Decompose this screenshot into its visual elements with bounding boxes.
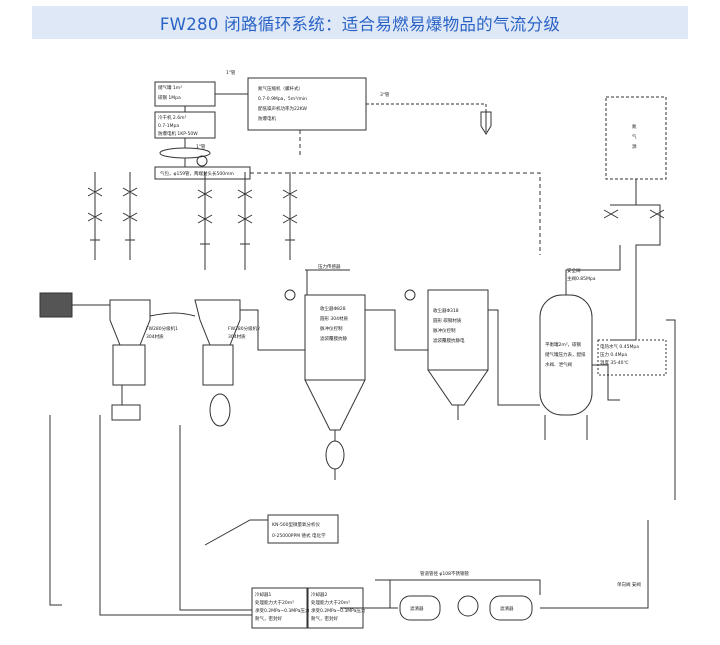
classifier-1-label-a: FW280分级机1	[146, 325, 178, 332]
buffer-tank-label-1: 平衡罐2m³，碳钢	[545, 341, 582, 348]
n2-tank-label-2: 碳钢 1Mpa	[158, 94, 181, 101]
n2-tank-label-1: 储气罐 1m³	[158, 84, 182, 91]
analyzer-label-1: KN-500型微量氧分析仪	[272, 521, 321, 528]
cooler-1-label-1: 冷却器1	[255, 591, 271, 598]
classifier-1-label-b: 304材质	[146, 333, 164, 340]
n2-generator-label-3: 源	[632, 143, 637, 150]
cooler-2-label-4: 耐气，密封好	[311, 615, 338, 622]
bag-filter-label-1: 收尘器Φ318	[433, 307, 459, 314]
return-valve-label: 单向阀 安阀	[617, 581, 641, 588]
header-pipe-label: 气包，φ159管，两端封头长500mm	[160, 170, 234, 177]
pipe-1in-label-b: 1"管	[196, 143, 206, 150]
classifier-2-body	[202, 344, 234, 386]
cyclone-label-2: 圆形 304材质	[320, 315, 349, 322]
classifier-2-label-c: FW280分级机2	[228, 325, 260, 332]
cooler-2-label-2: 处理能力大于20m³	[311, 599, 350, 606]
right-info-box	[597, 339, 667, 376]
dryer-label-2: 0.7-1Mpa	[158, 123, 179, 129]
cooler-2-box	[307, 587, 364, 629]
compressor-box	[247, 77, 367, 131]
filter-right-label: 滤清器	[500, 605, 514, 612]
safety-valve-label-2: 主阀0.85Mpa	[567, 275, 596, 282]
page-title: FW280 闭路循环系统：适合易燃易爆物品的气流分级	[159, 14, 561, 34]
n2-generator-label-2: 气	[632, 133, 637, 140]
n2-generator-label-1: 氮	[632, 123, 637, 130]
right-info-label-1: 电热水气 0.45Mpa	[600, 343, 639, 350]
cyclone-collector-body	[304, 294, 366, 381]
cyclone-label-4: 滤袋覆膜抗静	[320, 335, 347, 342]
pressure-sensor-label: 压力传感器	[318, 263, 341, 270]
cooler-1-box	[251, 587, 308, 629]
dryer-label-1: 冷干机 2.6m³	[158, 114, 186, 121]
cyclone-outlet	[325, 440, 345, 470]
compressor-label-1: 氮气压缩机（螺杆式）	[258, 85, 303, 92]
buffer-tank-label-2: 储气罐压力表，配排	[545, 351, 586, 358]
dryer-label-3: 防爆电机 1KP-50W	[158, 130, 198, 137]
loop-pipe-label: 管道管径 φ108不锈钢管	[420, 570, 469, 577]
cyclone-label-1: 收尘器Φ828	[320, 305, 346, 312]
compressor-label-2: 0.7-0.9Mpa，5m³/min	[258, 96, 307, 102]
right-info-label-3: 温度 35-40℃	[600, 359, 629, 366]
filter-left-label: 滤清器	[410, 605, 424, 612]
cooler-2-label-1: 冷却器2	[311, 591, 327, 598]
cooler-1-label-3: 承受0.2MPa~0.3MPa压力	[255, 607, 310, 614]
classifier-motor	[39, 292, 73, 318]
buffer-tank-label-3: 水阀、泄气阀	[545, 361, 572, 368]
bag-filter-label-3: 脉冲仪控制	[433, 327, 456, 334]
cooler-2-label-3: 承受0.2MPa~0.3MPa压力	[311, 607, 366, 614]
right-info-label-2: 压力 0.4Mpa	[600, 351, 627, 358]
filter-right	[489, 595, 533, 621]
bag-filter-label-2: 圆形 碳钢材质	[433, 317, 462, 324]
classifier-1-body	[112, 344, 146, 386]
oxygen-analyzer-box	[267, 514, 339, 544]
title-banner: FW280 闭路循环系统：适合易燃易爆物品的气流分级	[32, 6, 688, 39]
bag-filter-body	[427, 289, 489, 371]
cooler-1-label-2: 处理能力大于20m³	[255, 599, 294, 606]
cooler-1-label-4: 耐气，密封好	[255, 615, 282, 622]
bag-filter-label-4: 滤袋覆膜抗静电	[433, 337, 465, 344]
recirc-blower	[457, 595, 479, 617]
filter-left	[399, 595, 441, 621]
compressor-label-4: 防爆电机	[258, 115, 276, 122]
pipe-3in-label: 3"管	[380, 91, 390, 98]
safety-valve-label-1: 安全阀	[567, 267, 581, 274]
cyclone-label-3: 脉冲仪控制	[320, 325, 343, 332]
pipe-1in-label-a: 1"管	[226, 69, 236, 76]
analyzer-label-2: 0-25000PPM 德式 电化学	[272, 532, 326, 539]
classifier-2-valve	[209, 393, 231, 427]
classifier-2-label-d: 304材质	[228, 333, 246, 340]
compressor-label-3: 配低噪声机功率为22KW	[258, 105, 308, 112]
